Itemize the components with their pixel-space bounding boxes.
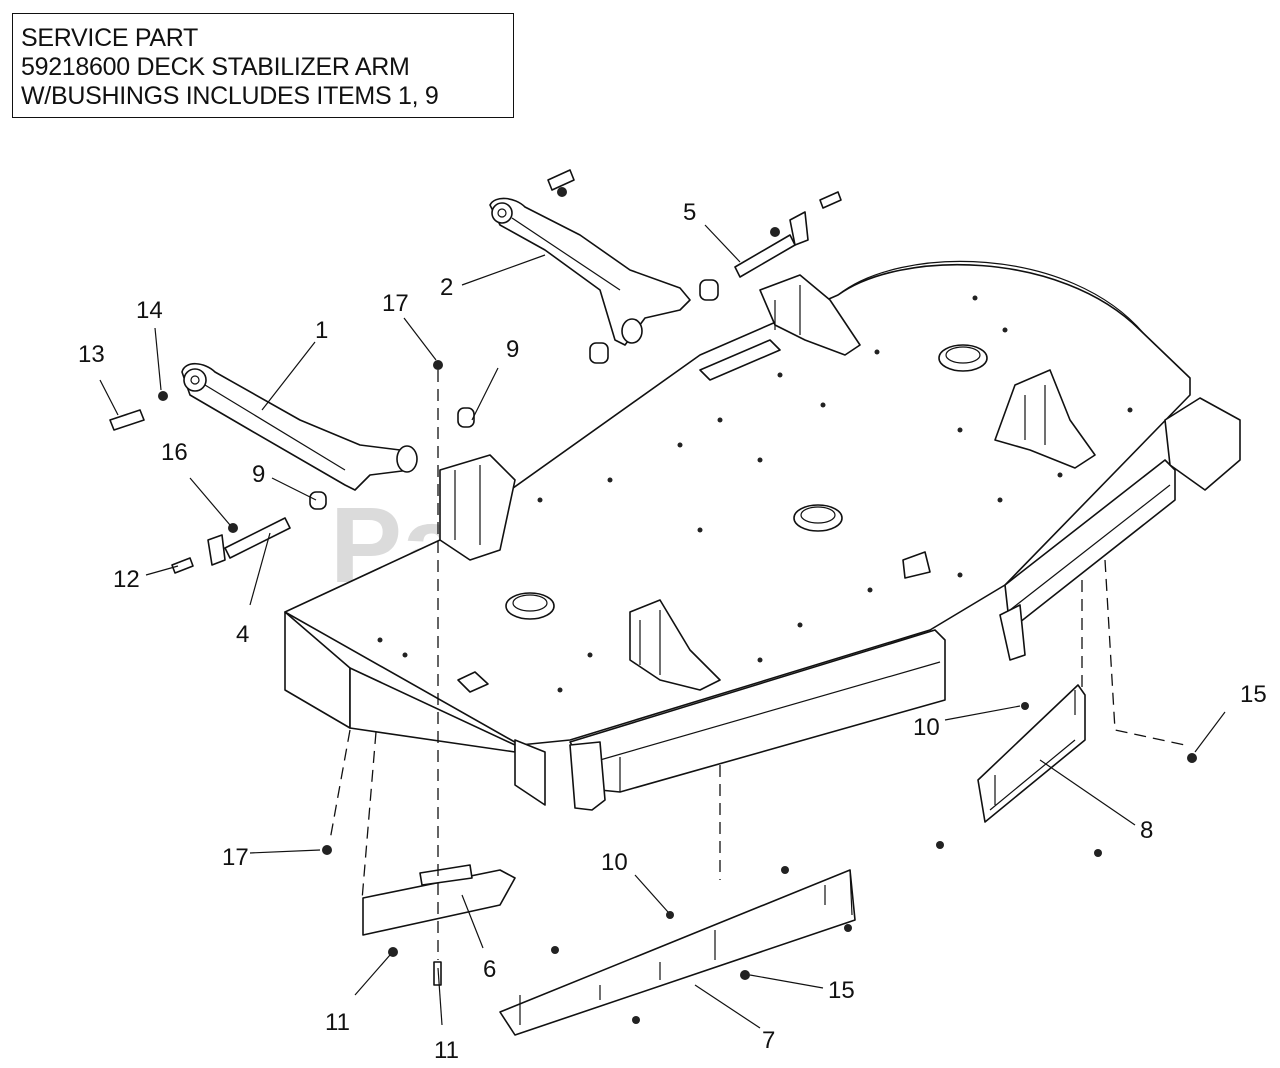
callout-14: 14 [136,297,163,324]
callout-16: 16 [161,439,188,466]
callout-leaders [99,224,1226,1029]
callout-7: 7 [762,1027,775,1054]
callout-5: 5 [683,199,696,226]
note-line-2: 59218600 DECK STABILIZER ARM [21,53,410,81]
callout-15-bottom: 15 [828,977,855,1004]
callout-1: 1 [315,317,328,344]
callout-11-right: 11 [434,1037,459,1064]
baffle-6 [362,864,516,936]
deck-holes [377,295,1133,693]
hardware [109,169,1197,1024]
alignment-lines [329,370,1186,960]
callout-17-left: 17 [222,844,249,871]
callout-11-left: 11 [325,1009,350,1036]
callout-9-left: 9 [252,461,265,488]
note-line-3: W/BUSHINGS INCLUDES ITEMS 1, 9 [21,82,439,110]
baffle-8 [977,684,1086,823]
callout-4: 4 [236,621,249,648]
callout-2: 2 [440,274,453,301]
stabilizer-arm-2 [489,197,691,346]
deck-hanger-brackets [439,274,1096,693]
service-part-note: SERVICE PART 59218600 DECK STABILIZER AR… [12,13,514,118]
callout-15-right: 15 [1240,681,1267,708]
callout-13: 13 [78,341,105,368]
callout-6: 6 [483,956,496,983]
callout-12: 12 [113,566,140,593]
callout-8: 8 [1140,817,1153,844]
callout-17-top: 17 [382,290,409,317]
callout-labels: 1 2 4 5 6 7 8 9 9 10 10 11 11 12 13 14 1… [78,199,1267,1064]
callout-9-top: 9 [506,336,519,363]
callout-10-right: 10 [913,714,940,741]
note-line-1: SERVICE PART [21,24,199,52]
stabilizer-arm-1 [181,362,418,491]
baffle-7 [499,869,856,1036]
mower-deck [284,260,1241,811]
callout-10-bottom: 10 [601,849,628,876]
